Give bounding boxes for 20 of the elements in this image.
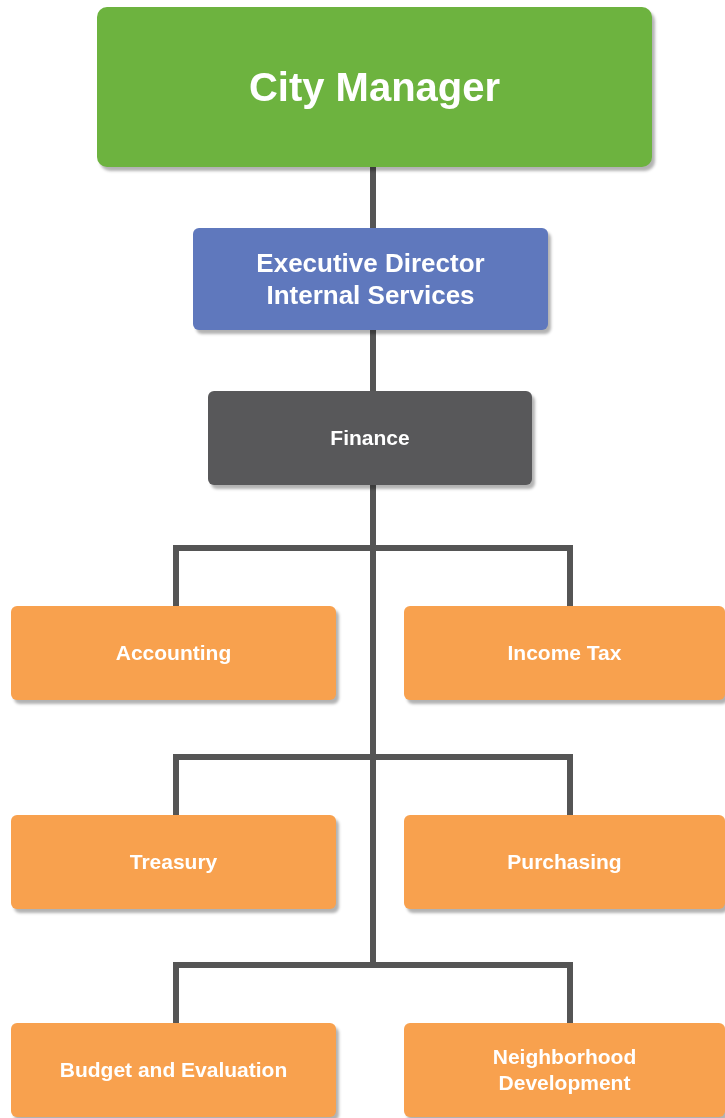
- org-box: [404, 606, 725, 700]
- org-box: [404, 1023, 725, 1117]
- role-title: Budget and Evaluation: [59, 1056, 288, 1083]
- org-box: [404, 815, 725, 909]
- connector-line: [370, 330, 376, 391]
- role-title: Purchasing: [507, 848, 622, 875]
- role-title: Income Tax: [507, 639, 622, 666]
- role-title: Executive Director Internal Services: [255, 246, 486, 312]
- org-box: [193, 228, 548, 330]
- org-box: [97, 7, 652, 167]
- role-title: City Manager: [248, 64, 501, 111]
- org-box: [11, 606, 336, 700]
- role-title: Finance: [330, 424, 410, 451]
- role-title: Neighborhood Development: [491, 1043, 638, 1096]
- org-box: [11, 1023, 336, 1117]
- role-title: Treasury: [129, 848, 218, 875]
- role-title: Accounting: [115, 639, 232, 666]
- org-box: [208, 391, 532, 485]
- connector-line: [370, 167, 376, 228]
- org-box: [11, 815, 336, 909]
